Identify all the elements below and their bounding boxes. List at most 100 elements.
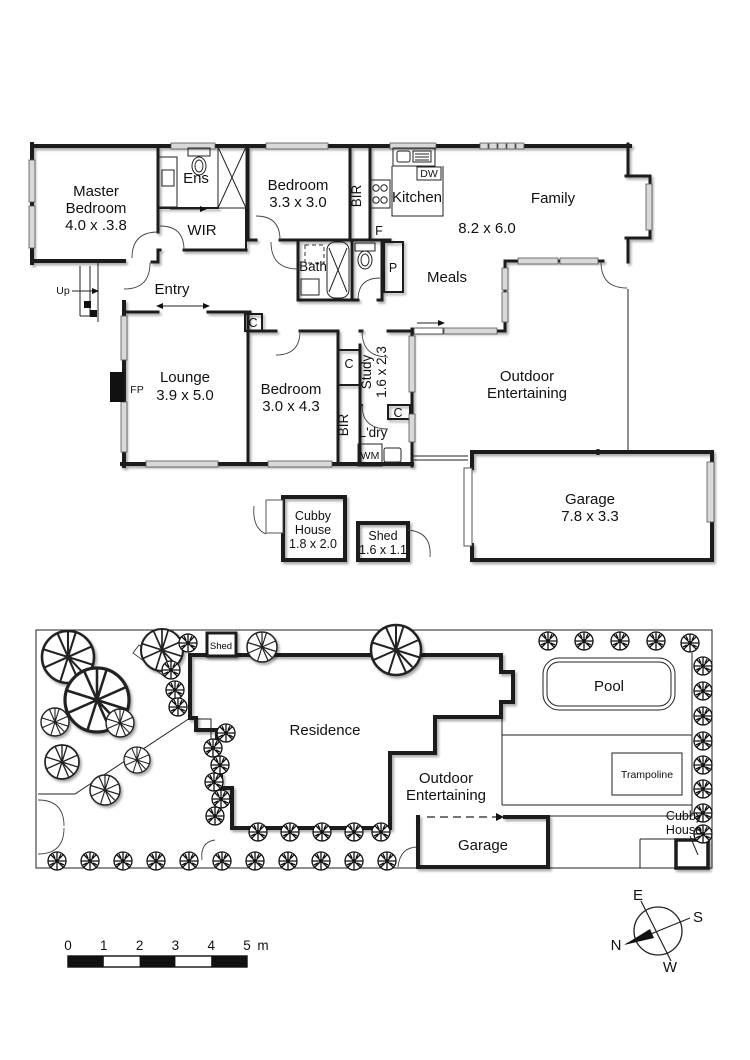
label-up: Up <box>56 285 70 297</box>
bush-icon <box>161 660 181 680</box>
label-cupboard3: C <box>393 406 402 420</box>
shed-walls <box>356 521 410 562</box>
label-fireplace: FP <box>130 384 143 396</box>
bush-icon <box>680 633 700 653</box>
label-kitchen: Kitchen <box>392 189 442 206</box>
bush-icon <box>693 706 713 726</box>
label-bir2: BIR <box>336 414 351 437</box>
gate-arc-garage <box>397 846 419 868</box>
label-master-bedroom-dims: 4.0 x .3.8 <box>65 217 127 234</box>
tree-icon <box>44 744 80 780</box>
scale-tick-5: 5 <box>243 938 251 953</box>
label-bath: Bath <box>299 259 327 274</box>
label-bedroom1: Bedroom <box>268 177 329 194</box>
toilet-icon <box>187 147 211 176</box>
fireplace-icon <box>110 372 124 402</box>
label-shed: Shed <box>368 529 397 543</box>
bush-icon <box>312 822 332 842</box>
label-fridge: F <box>375 224 383 238</box>
bush-icon <box>179 851 199 871</box>
garage-door <box>463 467 473 547</box>
tree-icon <box>89 774 121 806</box>
label-family: Family <box>531 190 576 207</box>
bush-icon <box>693 656 713 676</box>
scale-tick-4: 4 <box>207 938 215 953</box>
label-bedroom2-dims: 3.0 x 4.3 <box>262 398 320 415</box>
site-shed-outline <box>205 631 238 658</box>
label-garage: Garage <box>565 491 615 508</box>
bush-icon <box>168 697 188 717</box>
compass-south: S <box>693 909 703 926</box>
trampoline-outline <box>611 752 683 796</box>
meals-slide-arrow <box>417 320 445 326</box>
vanity-basin-icon <box>161 169 175 187</box>
pantry-box <box>383 241 404 293</box>
tree-icon <box>105 708 135 738</box>
tree-icon <box>246 631 278 663</box>
entry-slide-arrow <box>156 303 210 309</box>
label-washing-machine: WM <box>361 450 380 462</box>
label-site-outdoor-1: Outdoor <box>419 770 473 787</box>
bush-icon <box>538 631 558 651</box>
bush-icon <box>165 680 185 700</box>
shower-rose-icon <box>304 244 325 264</box>
floor-plan: Master Bedroom 4.0 x .3.8 Ens WIR Bedroo… <box>28 142 715 562</box>
label-study-dims: 1.6 x 2.3 <box>374 346 389 398</box>
compass-west: W <box>663 959 678 976</box>
label-laundry: L'dry <box>359 425 388 440</box>
bush-icon <box>211 789 231 809</box>
label-master-bedroom-2: Bedroom <box>66 200 127 217</box>
compass-needle <box>624 929 654 945</box>
shed-door-arc <box>407 529 431 558</box>
label-bedroom1-dims: 3.3 x 3.0 <box>269 194 327 211</box>
shower-icon <box>217 146 247 209</box>
label-master-bedroom-1: Master <box>73 183 119 200</box>
label-site-shed: Shed <box>210 641 232 652</box>
pool-outline <box>542 657 676 711</box>
label-shed-dims: 1.6 x 1.1 <box>359 543 407 557</box>
bush-icon <box>245 851 265 871</box>
label-cupboard1: C <box>248 316 257 330</box>
bush-icon <box>693 731 713 751</box>
wc-toilet-icon <box>354 242 376 270</box>
vanity-icon <box>158 156 178 208</box>
bush-icon <box>646 631 666 651</box>
wir-slide-arrow <box>170 206 207 212</box>
bush-icon <box>113 851 133 871</box>
bush-icon <box>278 851 298 871</box>
scale-tick-0: 0 <box>64 938 72 953</box>
bush-icon <box>693 681 713 701</box>
label-site-outdoor-2: Entertaining <box>406 787 486 804</box>
site-garage-outline <box>416 815 550 869</box>
label-site-cubby-1: Cubby <box>666 809 703 823</box>
bush-icon <box>377 851 397 871</box>
dishwasher-icon <box>416 166 442 181</box>
label-bedroom2: Bedroom <box>261 381 322 398</box>
label-dishwasher: DW <box>420 168 438 180</box>
bush-icon <box>203 738 223 758</box>
bush-icon <box>693 755 713 775</box>
label-ensuite: Ens <box>183 170 209 187</box>
direction-arrows <box>72 206 445 326</box>
kitchen-bench <box>391 166 444 217</box>
bath-vanity-icon <box>300 278 320 296</box>
compass-north: N <box>611 937 622 954</box>
compass-icon: E S N W <box>611 887 703 976</box>
cubby-door <box>265 499 284 534</box>
cubby-leader-line <box>689 835 699 856</box>
label-site-garage: Garage <box>458 837 508 854</box>
label-study: Study <box>359 354 374 389</box>
label-site-residence: Residence <box>290 722 361 739</box>
tree-icon <box>123 746 151 774</box>
site-garage-dash-arrow <box>496 813 504 821</box>
bush-icon <box>280 822 300 842</box>
label-garage-dims: 7.8 x 3.3 <box>561 508 619 525</box>
label-lounge: Lounge <box>160 369 210 386</box>
bush-icon <box>344 851 364 871</box>
scale-tick-3: 3 <box>172 938 180 953</box>
laundry-trough-icon <box>383 447 402 463</box>
bush-icon <box>178 633 198 653</box>
site-residence-outline <box>188 653 515 830</box>
tree-icon <box>40 707 70 737</box>
